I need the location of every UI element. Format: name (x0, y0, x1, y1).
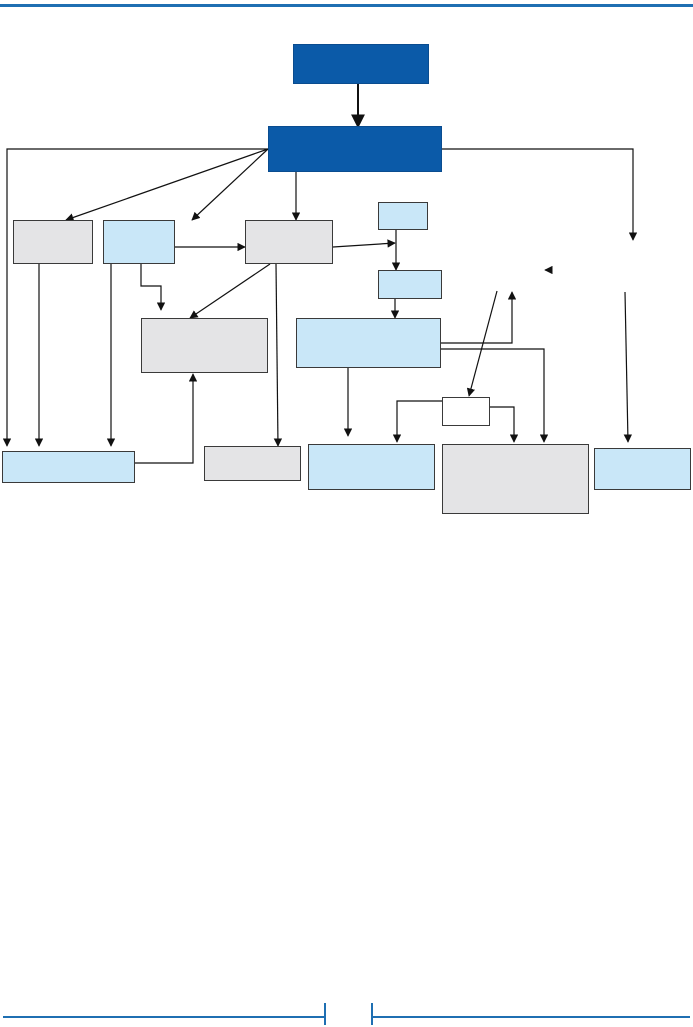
arrow-light-left-to-gray-center (140, 264, 166, 311)
footer-rule-right (372, 1016, 690, 1018)
gray-left-node (13, 220, 93, 264)
arrow-white-to-bottom-light (392, 400, 442, 443)
main-node (268, 126, 442, 172)
small-light-node (378, 202, 428, 230)
arrow-gray-mid-to-gray-center (189, 263, 271, 319)
arrow-wide-to-bottom-gray (441, 348, 549, 443)
arrow-main-to-light-left (191, 148, 269, 221)
footer-divider-right (371, 1003, 373, 1025)
bottom-light-node (308, 444, 435, 490)
wide-light-node (296, 318, 441, 368)
gray-center-node (141, 318, 268, 373)
arrow-gray-mid-to-right (332, 239, 396, 248)
light-left-node (103, 220, 175, 264)
top-node (293, 44, 429, 84)
arrow-wide-up-loop (441, 291, 517, 344)
arrow-far-right-down (623, 291, 633, 443)
footer-divider-left (324, 1003, 326, 1025)
bottom-gray-large-node (442, 444, 589, 514)
light-node-2 (378, 270, 442, 299)
arrow-gray-mid-down (273, 263, 283, 447)
bottom-right-node (594, 448, 691, 490)
arrow-main-to-far-right (442, 148, 638, 241)
arrow-main-to-gray-left (65, 148, 269, 222)
gray-mid-node (245, 220, 333, 264)
arrow-diagonal-to-white (466, 290, 498, 397)
arrow-main-to-bottom-left (2, 148, 268, 447)
footer-rule-left (3, 1016, 325, 1018)
arrow-white-to-bottom-gray (490, 406, 519, 443)
bottom-left-node (2, 451, 135, 483)
white-small-node (442, 397, 490, 426)
bottom-gray-small-node (204, 446, 301, 481)
top-rule (0, 4, 693, 7)
arrow-bottom-left-to-gray-center (134, 373, 198, 464)
